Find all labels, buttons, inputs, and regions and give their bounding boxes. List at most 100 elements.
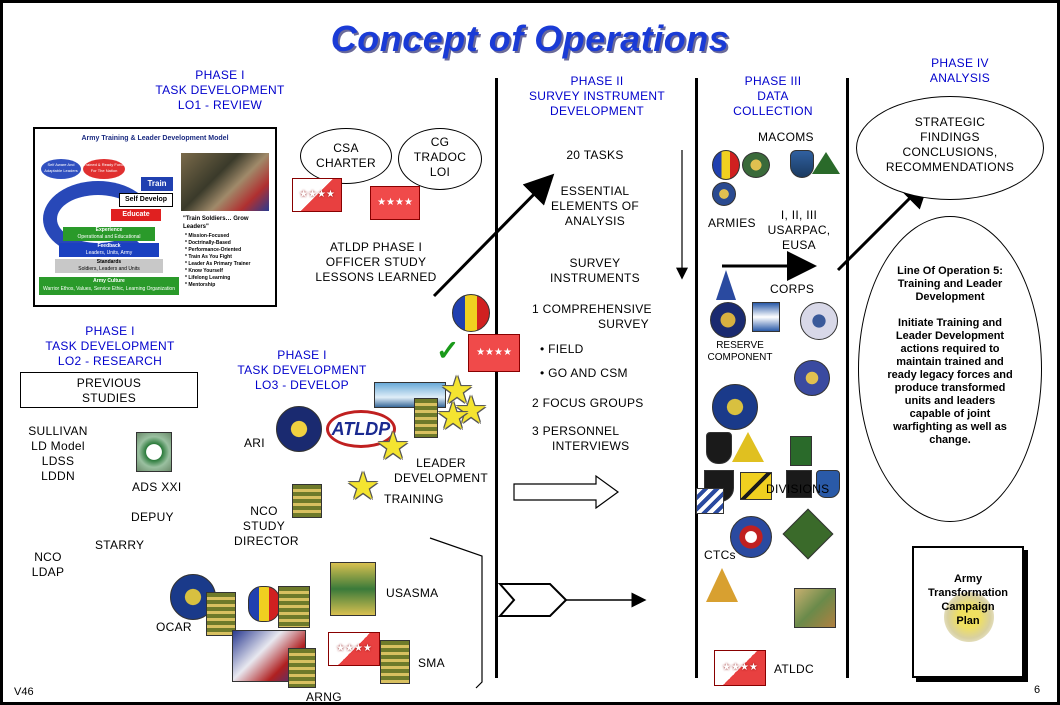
division-patch <box>696 488 724 514</box>
general-flag-cg: ★★★★ <box>370 186 420 220</box>
macom-insignia <box>742 152 770 178</box>
star-icon: ★ <box>440 370 475 412</box>
studies-list: SULLIVAN LD Model LDSS LDDN <box>20 424 96 484</box>
general-flag-atldc: ★★★★ <box>714 650 766 686</box>
eea-line1: ESSENTIAL <box>560 184 630 198</box>
divider-phase3-left <box>695 78 698 678</box>
loo5-body-line: actions required to <box>900 343 1000 355</box>
atldp-logo: ATLDP <box>326 410 396 448</box>
atldp-phase1-line2: OFFICER STUDY <box>325 255 427 269</box>
page-number: 6 <box>1034 684 1041 696</box>
divider-phase2-left <box>495 78 498 678</box>
loo5-body-line: maintain trained and <box>896 356 1004 368</box>
model-bullet: * Mentorship <box>185 282 216 288</box>
model-feedback-sub: Leaders, Units, Army <box>85 250 133 256</box>
cg-line2: TRADOC <box>413 150 467 164</box>
tradoc-insignia <box>452 294 490 332</box>
line-of-operation-5-ellipse: Line Of Operation 5: Training and Leader… <box>858 216 1042 522</box>
division-patch <box>790 436 812 466</box>
previous-studies-line2: STUDIES <box>81 391 137 405</box>
item1-line2: SURVEY <box>598 317 649 331</box>
campaign-line4: Plan <box>956 615 980 627</box>
general-flag-tradoc: ★★★★ <box>468 334 520 372</box>
corps-insignia <box>716 270 736 300</box>
nco-study-line2: STUDY <box>242 519 286 533</box>
nco-study-line1: NCO <box>250 504 278 518</box>
loo5-title-line3: Development <box>915 291 985 303</box>
arrow-to-phase2 <box>432 173 555 298</box>
ctcs-label: CTCs <box>704 548 736 562</box>
leader-development-line1: LEADER <box>416 456 466 470</box>
atldp-phase1-text: ATLDP PHASE I OFFICER STUDY LESSONS LEAR… <box>296 240 456 285</box>
loo5-body-line: units and leaders <box>904 395 996 407</box>
phase4-line2: ANALYSIS <box>929 71 991 85</box>
campaign-seal <box>944 592 994 642</box>
phase1-lo3-line1: PHASE I <box>277 348 327 362</box>
macom-insignia <box>712 182 736 206</box>
general-flag-sma: ★★★★ <box>328 632 380 666</box>
nco-rank-insignia <box>206 592 236 636</box>
study-item: LDDN <box>41 469 75 483</box>
model-feedback: Feedback <box>97 243 121 249</box>
reserve-insignia <box>794 360 830 396</box>
ctc-map <box>794 588 836 628</box>
flag-stars: ★★★★ <box>299 189 335 200</box>
usasma-emblem <box>330 562 376 616</box>
model-bullet: * Leader As Primary Trainer <box>185 261 251 267</box>
flag-stars: ★★★★ <box>377 197 413 208</box>
campaign-line2: Transformation <box>927 587 1009 599</box>
nco-ldap-label: NCO LDAP <box>28 550 68 580</box>
study-item: LDSS <box>41 454 75 468</box>
phase1-lo2-line2: TASK DEVELOPMENT <box>45 339 175 353</box>
phase4-header: PHASE IV ANALYSIS <box>900 56 1020 86</box>
loo5-body-line: change. <box>929 434 971 446</box>
strategic-findings-ellipse: STRATEGIC FINDINGS CONCLUSIONS, RECOMMEN… <box>856 96 1044 200</box>
survey-instr-line1: SURVEY <box>569 256 621 270</box>
armies-label: ARMIES <box>708 216 756 230</box>
arng-label: ARNG <box>306 690 342 704</box>
arrow-to-phase4 <box>836 177 931 272</box>
ads-xxi-emblem <box>136 432 172 472</box>
starry-label: STARRY <box>95 538 145 552</box>
phase2-line3: DEVELOPMENT <box>550 104 644 118</box>
nco-rank-insignia <box>414 398 438 438</box>
sma-label: SMA <box>418 656 445 670</box>
loo5-body-line: produce transformed <box>894 382 1006 394</box>
csa-line2: CHARTER <box>316 156 376 170</box>
eea-line3: ANALYSIS <box>564 214 626 228</box>
armies-line3: EUSA <box>782 238 816 252</box>
division-patch <box>706 432 732 464</box>
study-item: LD Model <box>31 439 85 453</box>
item1-line1: 1 COMPREHENSIVE <box>532 302 652 316</box>
slide-title: Concept of Operations <box>330 18 730 59</box>
eea-line2: ELEMENTS OF <box>551 199 639 213</box>
general-flag-csa: ★★★★ <box>292 178 342 212</box>
macom-insignia <box>712 150 740 180</box>
usasma-label: USASMA <box>386 586 439 600</box>
csa-line1: CSA <box>333 141 359 155</box>
campaign-plan-document: Army Transformation Campaign Plan <box>912 546 1024 678</box>
macom-insignia <box>790 150 814 178</box>
division-patch <box>732 432 764 462</box>
corps-insignia <box>752 302 780 332</box>
campaign-line3: Campaign <box>941 601 995 613</box>
model-self-aware-oval: Self Aware And Adaptable Leaders <box>41 159 81 179</box>
armies-line1: I, II, III <box>780 208 818 222</box>
model-bullet: * Performance-Oriented <box>185 247 242 253</box>
loo5-body-line: capable of joint <box>909 408 991 420</box>
phase1-lo3-line3: LO3 - DEVELOP <box>255 378 349 392</box>
model-quote: "Train Soldiers… Grow Leaders" <box>183 216 249 230</box>
model-experience-sub: Operational and Educational <box>77 234 141 240</box>
ctc-insignia <box>706 568 738 602</box>
star-icon: ★ <box>454 390 489 432</box>
model-self-aware: Self Aware And Adaptable Leaders <box>44 162 78 173</box>
item3-line2: INTERVIEWS <box>552 439 630 453</box>
model-bullet: * Train As You Fight <box>185 254 232 260</box>
strategic-line1: STRATEGIC <box>914 115 986 129</box>
armies-list: I, II, III USARPAC, EUSA <box>762 208 836 253</box>
phase2-field: • FIELD <box>540 342 584 356</box>
version-label: V46 <box>14 686 34 698</box>
atldc-label: ATLDC <box>774 662 814 676</box>
model-educate-box: Educate <box>111 209 161 221</box>
